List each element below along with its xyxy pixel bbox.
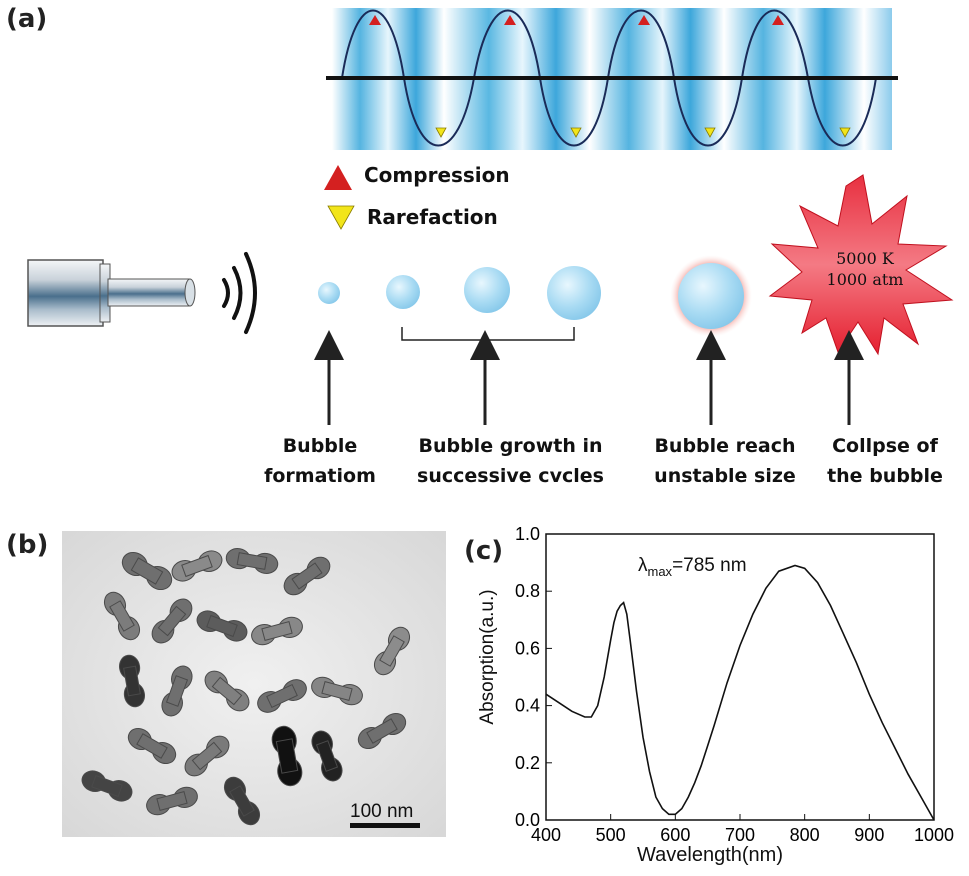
tem-micrograph bbox=[62, 531, 446, 837]
x-tick-label: 500 bbox=[596, 825, 626, 845]
caption-line: successive cvcles bbox=[417, 465, 604, 487]
caption-collapse: Collpse of the bubble bbox=[815, 431, 955, 491]
collapse-temperature: 5000 K bbox=[836, 249, 894, 268]
scale-bar bbox=[350, 823, 420, 828]
compression-marker bbox=[638, 15, 650, 25]
y-tick-label: 0.2 bbox=[515, 753, 540, 773]
bubble-growth-large bbox=[547, 266, 601, 320]
caption-line: Bubble bbox=[282, 435, 358, 457]
rarefaction-marker bbox=[839, 127, 851, 138]
caption-line: Bubble reach bbox=[654, 435, 796, 457]
compression-marker bbox=[369, 15, 381, 25]
growth-bracket bbox=[401, 327, 575, 341]
rarefaction-marker bbox=[435, 127, 447, 138]
x-tick-label: 800 bbox=[790, 825, 820, 845]
rarefaction-label: Rarefaction bbox=[367, 205, 498, 229]
x-tick-label: 1000 bbox=[914, 825, 954, 845]
absorption-curve bbox=[545, 564, 935, 821]
absorption-chart: 400 500 600 700 800 900 1000 0.0 0.2 0.4 0.6 0.8 1.0 bbox=[515, 525, 954, 845]
caption-formation: Bubble formatiom bbox=[240, 431, 400, 491]
bubble-growth-small bbox=[386, 275, 420, 309]
y-tick-label: 0.8 bbox=[515, 581, 540, 601]
caption-line: formatiom bbox=[264, 465, 376, 487]
caption-line: Collpse of bbox=[832, 435, 938, 457]
y-tick-label: 0.6 bbox=[515, 638, 540, 658]
compression-label: Compression bbox=[364, 163, 510, 187]
x-axis-label: Wavelength(nm) bbox=[637, 844, 783, 866]
sonication-diagram bbox=[27, 8, 954, 425]
nanodumbbells bbox=[81, 548, 411, 826]
bubble-unstable bbox=[678, 263, 744, 329]
x-tick-label: 400 bbox=[531, 825, 561, 845]
ultrasonic-probe-icon bbox=[27, 259, 196, 327]
compression-marker bbox=[504, 15, 516, 25]
lambda-value: =785 nm bbox=[672, 555, 747, 576]
caption-line: unstable size bbox=[654, 465, 796, 487]
rarefaction-marker bbox=[704, 127, 716, 138]
x-tick-label: 600 bbox=[660, 825, 690, 845]
caption-growth: Bubble growth in successive cvcles bbox=[398, 431, 623, 491]
rarefaction-marker bbox=[570, 127, 582, 138]
bubble-formation bbox=[318, 282, 340, 304]
caption-unstable: Bubble reach unstable size bbox=[640, 431, 810, 491]
y-tick-label: 0.4 bbox=[515, 696, 540, 716]
rarefaction-legend-icon bbox=[327, 205, 355, 230]
panel-label-b: (b) bbox=[6, 530, 49, 560]
panel-label-a: (a) bbox=[6, 4, 48, 34]
lambda-symbol: λ bbox=[638, 555, 648, 576]
sound-wave-icon bbox=[222, 252, 257, 334]
x-tick-label: 700 bbox=[725, 825, 755, 845]
caption-line: the bubble bbox=[827, 465, 943, 487]
bubble-growth-medium bbox=[464, 267, 510, 313]
y-tick-label: 1.0 bbox=[515, 525, 540, 544]
compression-legend-icon bbox=[324, 165, 352, 190]
collapse-pressure: 1000 atm bbox=[826, 270, 904, 289]
y-tick-label: 0.0 bbox=[515, 810, 540, 830]
compression-marker bbox=[772, 15, 784, 25]
x-tick-label: 900 bbox=[854, 825, 884, 845]
lambda-max-annotation: λmax=785 nm bbox=[638, 555, 747, 579]
panel-label-c: (c) bbox=[464, 536, 504, 566]
lambda-subscript: max bbox=[647, 563, 673, 579]
y-axis-label: Absorption(a.u.) bbox=[477, 589, 498, 725]
caption-line: Bubble growth in bbox=[418, 435, 603, 457]
scale-bar-label: 100 nm bbox=[350, 801, 414, 822]
